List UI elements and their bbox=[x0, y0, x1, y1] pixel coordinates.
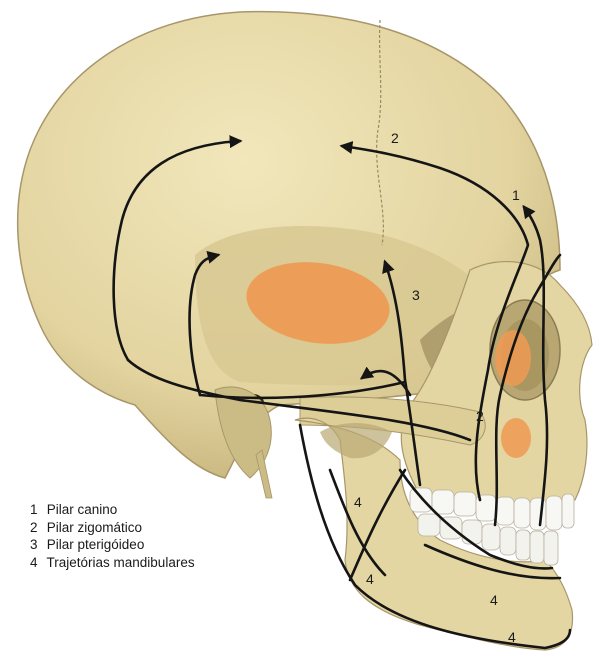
legend-item-zygomatic: 2 Pilar zigomático bbox=[30, 519, 195, 537]
legend-number: 2 bbox=[30, 519, 43, 537]
label-pillar-1: 1 bbox=[512, 187, 520, 203]
label-mandible-b: 4 bbox=[366, 571, 374, 587]
orbital-thin-area bbox=[495, 330, 531, 386]
legend-text: Pilar zigomático bbox=[47, 520, 142, 535]
legend-number: 1 bbox=[30, 501, 43, 519]
label-pillar-3: 3 bbox=[412, 287, 420, 303]
label-mandible-a: 4 bbox=[354, 494, 362, 510]
legend-item-pterygoid: 3 Pilar pterigóideo bbox=[30, 536, 195, 554]
label-mandible-c: 4 bbox=[490, 592, 498, 608]
legend-number: 3 bbox=[30, 536, 43, 554]
legend-text: Trajetórias mandibulares bbox=[47, 555, 195, 570]
legend-item-canine: 1 Pilar canino bbox=[30, 501, 195, 519]
legend: 1 Pilar canino 2 Pilar zigomático 3 Pila… bbox=[30, 501, 195, 571]
label-mandible-d: 4 bbox=[508, 629, 516, 645]
label-pillar-2-cheek: 2 bbox=[476, 408, 484, 424]
label-pillar-2-top: 2 bbox=[391, 130, 399, 146]
legend-item-mandibular: 4 Trajetórias mandibulares bbox=[30, 554, 195, 572]
maxillary-sinus-area bbox=[501, 418, 531, 458]
legend-text: Pilar canino bbox=[47, 502, 118, 517]
legend-text: Pilar pterigóideo bbox=[47, 537, 145, 552]
legend-number: 4 bbox=[30, 554, 43, 572]
